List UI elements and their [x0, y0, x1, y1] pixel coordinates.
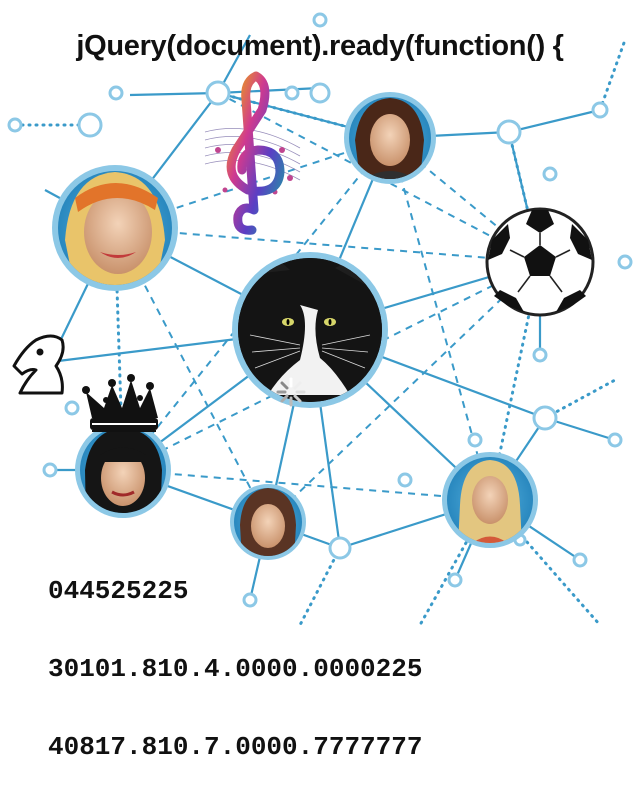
node-portrait-girl-crowned[interactable]	[75, 422, 171, 520]
link-node	[205, 80, 231, 106]
code-lines: 044525225 30101.810.4.0000.0000225 40817…	[48, 526, 422, 786]
portrait-girl-blonde-photo	[458, 460, 522, 543]
portrait-woman-top-photo	[355, 98, 424, 179]
link-node	[447, 572, 463, 588]
crown-icon	[82, 374, 158, 432]
link-node	[7, 117, 23, 133]
node-portrait-girl-blonde[interactable]	[442, 452, 538, 548]
link-node	[312, 12, 328, 28]
link-node	[242, 592, 258, 608]
portrait-girl-headband-photo	[65, 172, 165, 285]
link-node	[591, 101, 609, 119]
node-portrait-woman-top[interactable]	[344, 92, 436, 184]
link-node	[617, 254, 633, 270]
link-node	[496, 119, 522, 145]
portrait-woman-bottom-photo	[240, 488, 296, 556]
link-node	[108, 85, 124, 101]
link-node	[64, 400, 80, 416]
network-diagram	[7, 12, 633, 627]
code-line: 40817.810.7.0000.7777777	[48, 732, 423, 762]
portrait-girl-crowned-photo	[85, 428, 162, 513]
node-portrait-woman-bottom[interactable]	[230, 484, 306, 560]
loading-spinner-icon	[276, 377, 306, 407]
link-node	[397, 472, 413, 488]
node-portrait-girl-headband[interactable]	[52, 165, 178, 291]
soccer-ball-icon[interactable]	[485, 207, 595, 317]
treble-clef-icon	[204, 71, 301, 235]
center-node-cat[interactable]	[230, 245, 390, 410]
link-node	[572, 552, 588, 568]
cat-photo	[238, 258, 382, 402]
link-node	[607, 432, 623, 448]
link-node	[42, 462, 58, 478]
code-line: 044525225	[48, 576, 189, 606]
link-node	[309, 82, 331, 104]
link-node	[284, 85, 300, 101]
link-node	[532, 347, 548, 363]
page-title: jQuery(document).ready(function() {	[76, 30, 564, 62]
link-node	[328, 536, 352, 560]
link-node	[532, 405, 558, 431]
code-line: 30101.810.4.0000.0000225	[48, 654, 423, 684]
link-node	[467, 432, 483, 448]
link-node	[542, 166, 558, 182]
chess-knight-icon	[12, 334, 65, 395]
link-node	[77, 112, 103, 138]
network-small-nodes	[7, 12, 633, 608]
